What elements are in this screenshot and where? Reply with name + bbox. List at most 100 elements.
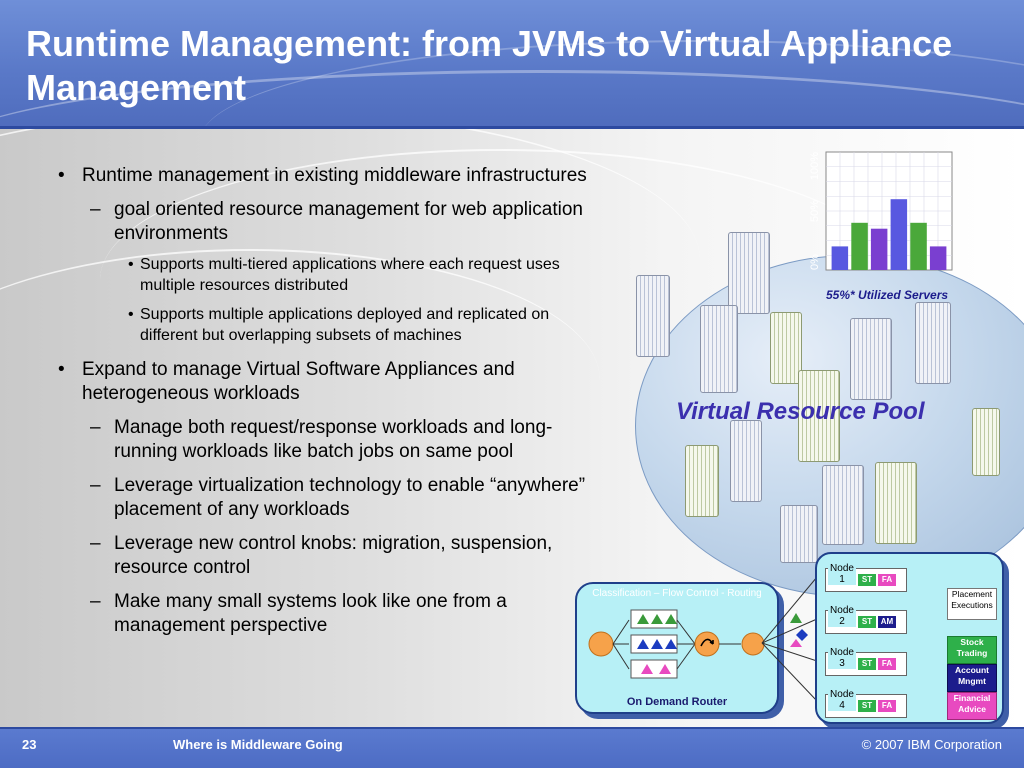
dash-marker: – bbox=[90, 199, 101, 220]
dispatcher-arrow-icon bbox=[700, 638, 714, 647]
nodes-panel: Node 1 ST FA Node 2 ST AM Node 3 ST FA N… bbox=[815, 552, 1004, 724]
node-label: Node 1 bbox=[828, 563, 856, 585]
server-rack-image bbox=[700, 305, 738, 393]
bullet-item: • Runtime management in existing middlewa… bbox=[58, 164, 608, 188]
bullet-text: Manage both request/response workloads a… bbox=[114, 417, 553, 462]
server-rack-image bbox=[730, 420, 762, 502]
footer-copyright: © 2007 IBM Corporation bbox=[861, 737, 1002, 752]
server-rack-image bbox=[972, 408, 1000, 476]
bar-5 bbox=[910, 222, 927, 270]
triangle-icon bbox=[637, 614, 649, 624]
dash-marker: – bbox=[90, 417, 101, 438]
server-rack-image bbox=[850, 318, 892, 400]
bullet-text: Leverage virtualization technology to en… bbox=[114, 475, 586, 520]
bullet-item: –Leverage virtualization technology to e… bbox=[58, 474, 608, 522]
app-stock-trading: Stock Trading bbox=[947, 636, 997, 664]
dispatcher-icon bbox=[694, 631, 720, 657]
diamond-icon bbox=[796, 629, 808, 641]
node-box: Node 3 ST FA bbox=[825, 647, 907, 676]
bullet-item: –goal oriented resource management for w… bbox=[58, 198, 608, 246]
node-tag: FA bbox=[878, 658, 896, 670]
route-line bbox=[761, 576, 818, 644]
server-rack-image bbox=[780, 505, 818, 563]
utilization-bar-chart: 0%50%100% bbox=[809, 151, 953, 271]
bar-3 bbox=[870, 228, 888, 270]
node-box: Node 1 ST FA bbox=[825, 563, 907, 592]
bullet-text: Supports multiple applications deployed … bbox=[140, 306, 550, 344]
bar-6 bbox=[929, 246, 947, 270]
bullet-marker: • bbox=[128, 306, 134, 323]
route-line bbox=[761, 642, 818, 702]
y-tick-label: 0% bbox=[809, 254, 821, 270]
node-tag: FA bbox=[878, 700, 896, 712]
input-circle-icon bbox=[588, 631, 614, 657]
node-label: Node 3 bbox=[828, 647, 856, 669]
placement-executions-label: Placement Executions bbox=[947, 588, 997, 620]
triangle-icon bbox=[641, 664, 653, 674]
dash-marker: – bbox=[90, 533, 101, 554]
bullet-item: –Leverage new control knobs: migration, … bbox=[58, 532, 608, 580]
node-tag: ST bbox=[858, 616, 876, 628]
server-rack-image bbox=[875, 462, 917, 544]
bullet-list: • Runtime management in existing middlewa… bbox=[58, 160, 608, 638]
triangle-icon bbox=[651, 614, 663, 624]
bar-4 bbox=[890, 199, 908, 270]
header-swoosh-secondary bbox=[200, 40, 1024, 128]
bar-2 bbox=[851, 222, 868, 270]
dash-marker: – bbox=[90, 475, 101, 496]
footer-band: 23 Where is Middleware Going © 2007 IBM … bbox=[0, 727, 1024, 768]
footer-section: Where is Middleware Going bbox=[173, 737, 343, 752]
triangle-icon bbox=[659, 664, 671, 674]
chart-caption: 55%* Utilized Servers bbox=[826, 288, 949, 302]
bullet-text: Supports multi-tiered applications where… bbox=[140, 256, 560, 294]
flow-line bbox=[612, 619, 630, 645]
triangle-icon bbox=[651, 639, 663, 649]
bullet-text: Expand to manage Virtual Software Applia… bbox=[82, 359, 515, 404]
server-rack-image bbox=[822, 465, 864, 545]
router-name: On Demand Router bbox=[626, 696, 728, 708]
route-line bbox=[761, 618, 818, 644]
node-tag: FA bbox=[878, 574, 896, 586]
server-rack-image bbox=[770, 312, 802, 384]
flow-line bbox=[676, 643, 696, 670]
bullet-text: Leverage new control knobs: migration, s… bbox=[114, 533, 553, 578]
server-rack-image bbox=[685, 445, 719, 517]
routing-lines bbox=[761, 576, 818, 702]
flow-line bbox=[612, 643, 630, 670]
bullet-item: –Make many small systems look like one f… bbox=[58, 590, 608, 638]
header-band: Runtime Management: from JVMs to Virtual… bbox=[0, 0, 1024, 128]
bullet-item: • Supports multiple applications deployed… bbox=[58, 304, 608, 346]
node-tag: AM bbox=[878, 616, 896, 628]
triangle-icon bbox=[665, 639, 677, 649]
server-rack-image bbox=[915, 302, 951, 384]
background-arc bbox=[100, 149, 900, 411]
dash-marker: – bbox=[90, 591, 101, 612]
header-rule bbox=[0, 126, 1024, 129]
node-tag: ST bbox=[858, 574, 876, 586]
bullet-text: Runtime management in existing middlewar… bbox=[82, 165, 587, 186]
node-tag: ST bbox=[858, 700, 876, 712]
triangle-icon bbox=[790, 613, 802, 623]
server-rack-image bbox=[798, 370, 840, 462]
router-flow-diagram bbox=[588, 609, 765, 679]
server-rack-image bbox=[728, 232, 770, 314]
background-arc bbox=[0, 249, 600, 511]
node-label: Node 2 bbox=[828, 605, 856, 627]
footer-rule bbox=[0, 727, 1024, 729]
bullet-marker: • bbox=[58, 359, 65, 380]
node-box: Node 2 ST AM bbox=[825, 605, 907, 634]
router-caption: Classification – Flow Control - Routing bbox=[592, 588, 762, 599]
bullet-text: Make many small systems look like one fr… bbox=[114, 591, 507, 636]
app-financial-advice: Financial Advice bbox=[947, 692, 997, 720]
bullet-marker: • bbox=[58, 165, 65, 186]
bullet-item: • Expand to manage Virtual Software Appli… bbox=[58, 358, 608, 406]
server-rack-image bbox=[636, 275, 670, 357]
y-tick-label: 50% bbox=[809, 200, 821, 222]
bullet-item: •Supports multi-tiered applications wher… bbox=[58, 254, 608, 296]
slide-title: Runtime Management: from JVMs to Virtual… bbox=[26, 23, 953, 108]
triangle-icon bbox=[790, 639, 802, 647]
pool-label: Virtual Resource Pool bbox=[676, 398, 925, 425]
router-box: Classification – Flow Control - Routing bbox=[575, 582, 779, 714]
node-label: Node 4 bbox=[828, 689, 856, 711]
flow-line bbox=[676, 619, 696, 645]
